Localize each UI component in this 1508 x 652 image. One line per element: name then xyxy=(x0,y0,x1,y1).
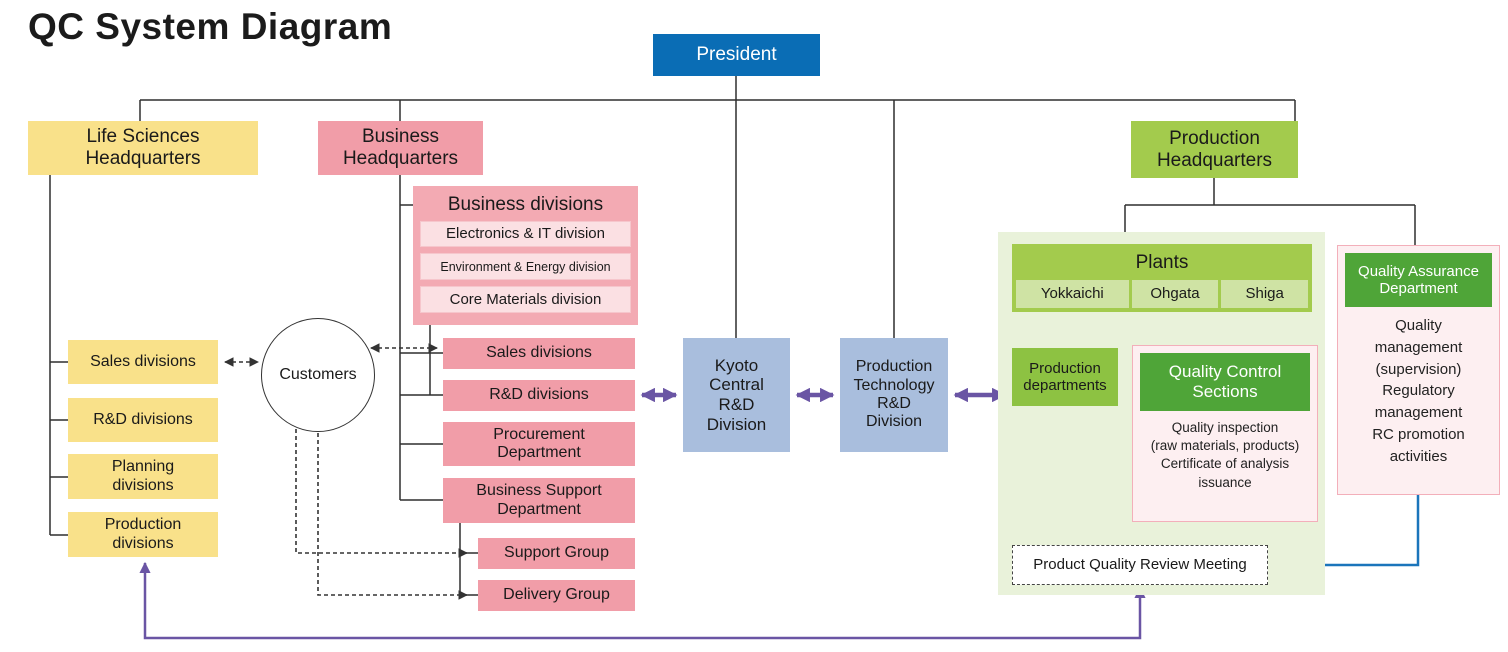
node-product-quality-review-meeting: Product Quality Review Meeting xyxy=(1012,545,1268,585)
plants-row: Yokkaichi Ohgata Shiga xyxy=(1016,280,1309,308)
node-ls-sales-divisions: Sales divisions xyxy=(68,340,218,384)
plants-title: Plants xyxy=(1135,252,1189,274)
group-plants: Plants Yokkaichi Ohgata Shiga xyxy=(1012,244,1312,312)
node-production-departments: Production departments xyxy=(1012,348,1118,406)
quality-control-sections-title: Quality Control Sections xyxy=(1140,353,1310,411)
node-electronics-it-division: Electronics & IT division xyxy=(420,220,631,248)
node-business-hq: Business Headquarters xyxy=(318,121,483,175)
node-kyoto-central-rd-division: Kyoto Central R&D Division xyxy=(683,338,790,452)
node-support-group: Support Group xyxy=(478,538,635,569)
node-production-technology-rd-division: Production Technology R&D Division xyxy=(840,338,948,452)
node-biz-sales-divisions: Sales divisions xyxy=(443,338,635,369)
node-ls-planning-divisions: Planning divisions xyxy=(68,454,218,499)
node-plant-ohgata: Ohgata xyxy=(1131,280,1219,308)
quality-assurance-department-body: Quality management (supervision) Regulat… xyxy=(1372,317,1465,465)
node-ls-production-divisions: Production divisions xyxy=(68,512,218,557)
node-plant-yokkaichi: Yokkaichi xyxy=(1016,280,1129,308)
group-quality-assurance-department: Quality Assurance Department Quality man… xyxy=(1337,245,1500,495)
node-delivery-group: Delivery Group xyxy=(478,580,635,611)
node-ls-rd-divisions: R&D divisions xyxy=(68,398,218,442)
quality-control-sections-body: Quality inspection (raw materials, produ… xyxy=(1150,420,1300,490)
node-biz-rd-divisions: R&D divisions xyxy=(443,380,635,411)
quality-assurance-department-title: Quality Assurance Department xyxy=(1345,253,1492,307)
node-plant-shiga: Shiga xyxy=(1221,280,1309,308)
node-production-hq: Production Headquarters xyxy=(1131,121,1298,178)
node-life-sciences-hq: Life Sciences Headquarters xyxy=(28,121,258,175)
group-business-divisions: Business divisions Electronics & IT divi… xyxy=(413,186,638,325)
business-divisions-title: Business divisions xyxy=(447,194,604,216)
org-tree-lines xyxy=(49,76,1416,596)
node-president: President xyxy=(653,34,820,76)
node-business-support-department: Business Support Department xyxy=(443,478,635,523)
node-core-materials-division: Core Materials division xyxy=(420,286,631,313)
node-environment-energy-division: Environment & Energy division xyxy=(420,253,631,281)
page-title: QC System Diagram xyxy=(28,6,393,47)
node-procurement-department: Procurement Department xyxy=(443,422,635,466)
group-quality-control-sections: Quality Control Sections Quality inspect… xyxy=(1132,345,1318,522)
node-customers: Customers xyxy=(261,318,375,432)
feedback-purple-arrow xyxy=(139,561,1146,640)
